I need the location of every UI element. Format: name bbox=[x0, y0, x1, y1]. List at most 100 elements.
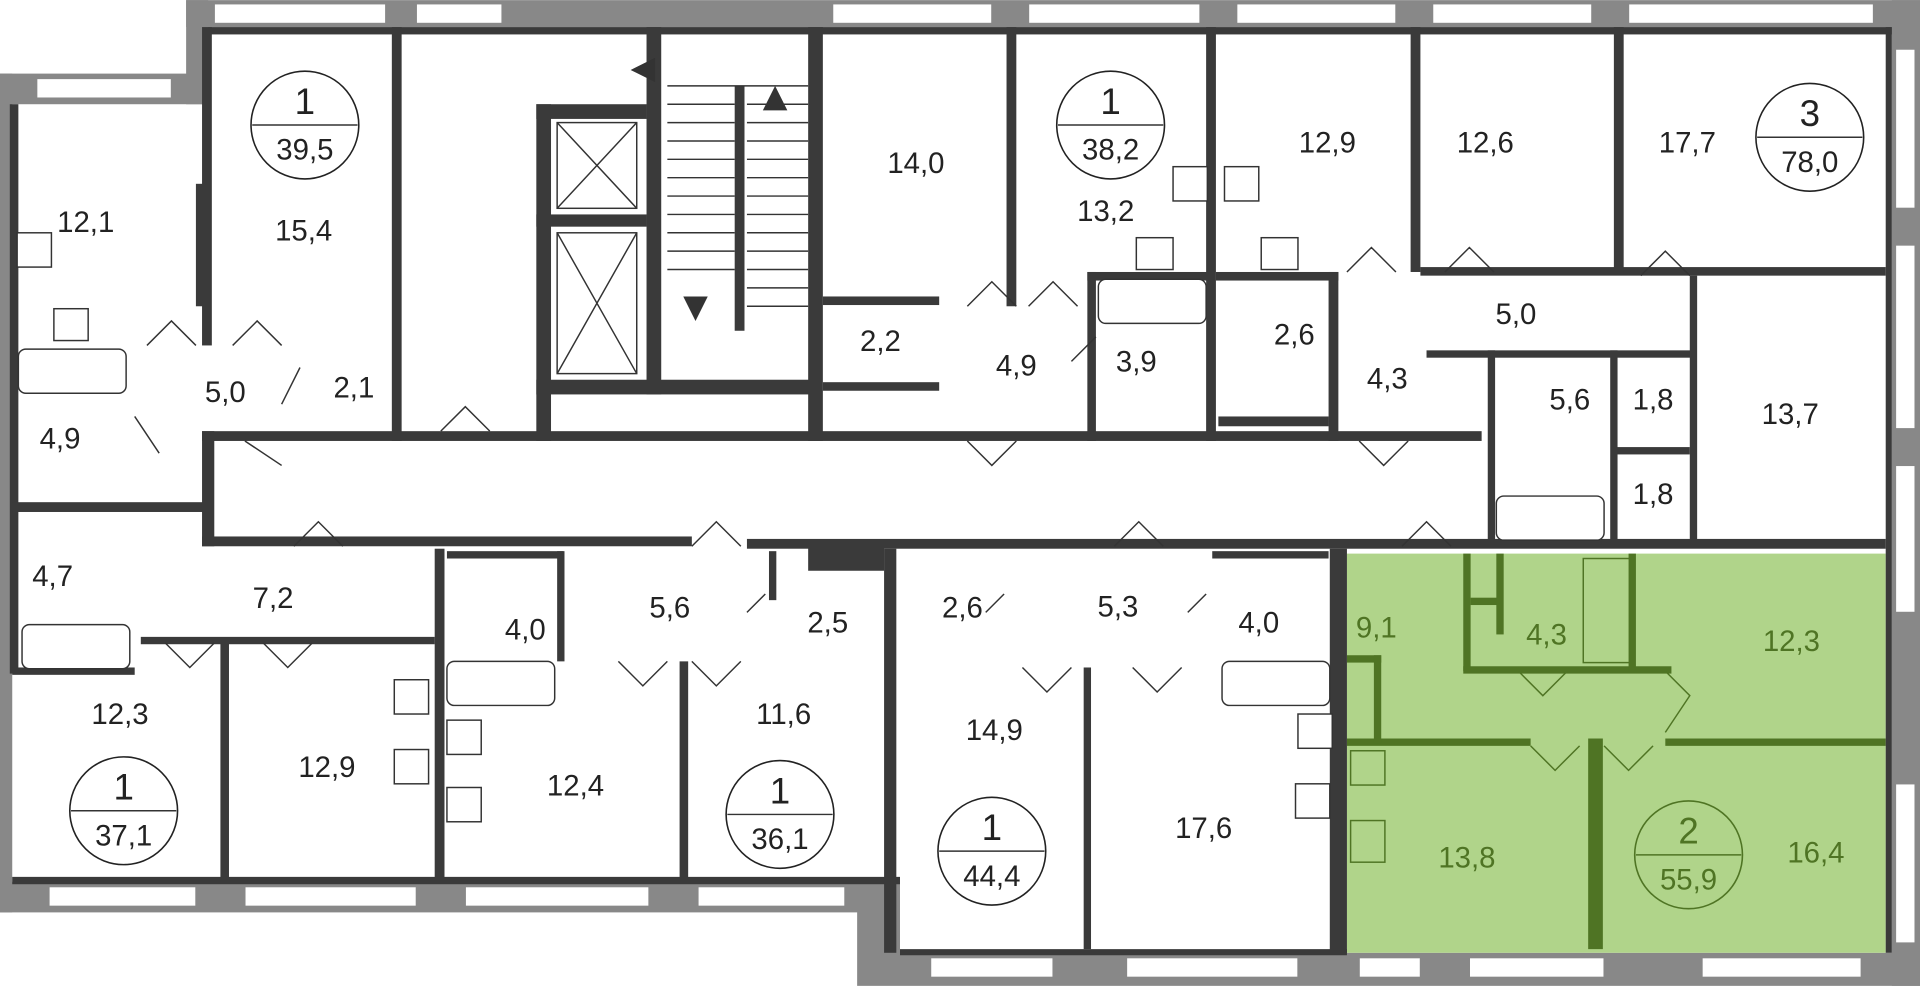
room-area: 12,9 bbox=[298, 751, 355, 784]
wall bbox=[1329, 548, 1347, 953]
wall bbox=[1328, 271, 1339, 441]
stove-icon bbox=[446, 786, 482, 823]
wall bbox=[768, 551, 777, 601]
wall bbox=[900, 949, 1347, 956]
apartment-badge[interactable]: 137,1 bbox=[69, 756, 179, 866]
room-area-highlighted: 13,8 bbox=[1438, 842, 1495, 875]
apartment-badge[interactable]: 138,2 bbox=[1055, 70, 1166, 180]
room-area: 17,7 bbox=[1659, 126, 1716, 159]
wall bbox=[884, 548, 897, 953]
window bbox=[1236, 3, 1397, 25]
bathtub-icon bbox=[1221, 660, 1331, 707]
apartment-badge-highlighted[interactable]: 255,9 bbox=[1633, 800, 1744, 910]
wall bbox=[434, 548, 445, 882]
badge-circle bbox=[69, 756, 179, 866]
room-area: 4,0 bbox=[505, 614, 546, 647]
apartment-area: 55,9 bbox=[1660, 864, 1717, 897]
apartment-wall bbox=[1470, 597, 1500, 606]
room-area: 5,0 bbox=[205, 376, 246, 409]
window bbox=[1894, 244, 1916, 430]
room-area: 5,3 bbox=[1098, 590, 1139, 623]
badge-circle bbox=[937, 796, 1047, 906]
room-area: 2,6 bbox=[1274, 319, 1315, 352]
room-area: 13,2 bbox=[1077, 195, 1134, 228]
wall bbox=[391, 27, 402, 441]
wall bbox=[808, 27, 823, 441]
wall bbox=[12, 876, 901, 885]
badge-circle bbox=[1055, 70, 1166, 180]
room-area: 12,9 bbox=[1299, 126, 1356, 159]
room-area: 2,5 bbox=[807, 606, 848, 639]
wall bbox=[1487, 350, 1496, 547]
wall bbox=[202, 536, 692, 547]
apartment-rooms: 1 bbox=[113, 767, 133, 808]
room-area: 15,4 bbox=[275, 215, 332, 248]
wall bbox=[808, 546, 885, 571]
sink-icon bbox=[53, 307, 89, 342]
apartment-badge[interactable]: 136,1 bbox=[725, 759, 835, 870]
wall bbox=[536, 104, 647, 119]
wall bbox=[1087, 271, 1096, 441]
apartment-rooms: 3 bbox=[1800, 93, 1820, 134]
wall bbox=[1613, 27, 1624, 272]
fixture bbox=[1582, 557, 1631, 664]
interior-walls bbox=[9, 27, 1892, 956]
wall bbox=[1087, 271, 1210, 281]
room-area: 12,1 bbox=[57, 206, 114, 239]
apartment-rooms: 1 bbox=[770, 770, 790, 811]
room-area: 4,9 bbox=[996, 349, 1037, 382]
wall bbox=[536, 104, 552, 441]
sink-icon bbox=[446, 719, 482, 756]
wall bbox=[195, 183, 204, 307]
room-area: 12,4 bbox=[547, 769, 604, 802]
room-area: 14,9 bbox=[966, 714, 1023, 747]
wall bbox=[646, 27, 662, 395]
apartment-wall bbox=[1665, 738, 1886, 746]
apartment-badge[interactable]: 139,5 bbox=[250, 70, 360, 180]
apartment-badge[interactable]: 144,4 bbox=[937, 796, 1047, 906]
stove-icon bbox=[16, 232, 53, 268]
wall bbox=[822, 296, 940, 306]
room-area-highlighted: 16,4 bbox=[1787, 837, 1844, 870]
window bbox=[36, 77, 173, 99]
apartment-wall bbox=[1496, 553, 1504, 635]
apartment-wall bbox=[1463, 553, 1471, 672]
window bbox=[1432, 3, 1593, 25]
stove-icon bbox=[1294, 783, 1331, 819]
room-area: 11,6 bbox=[756, 698, 811, 731]
badge-circle bbox=[725, 759, 835, 870]
wall bbox=[140, 636, 435, 645]
wall bbox=[1426, 350, 1694, 358]
wall bbox=[1610, 350, 1618, 547]
wall bbox=[1206, 27, 1216, 441]
bathtub-icon bbox=[1495, 495, 1605, 541]
apartment-rooms: 2 bbox=[1678, 811, 1698, 852]
wall bbox=[446, 551, 564, 559]
wall bbox=[536, 214, 647, 227]
window bbox=[244, 886, 417, 907]
window bbox=[213, 3, 387, 25]
apartment-area: 36,1 bbox=[751, 823, 808, 856]
window bbox=[48, 886, 197, 907]
room-area: 12,6 bbox=[1457, 126, 1514, 159]
window bbox=[832, 3, 993, 25]
apartment-badge[interactable]: 378,0 bbox=[1755, 82, 1865, 192]
highlighted-apartment[interactable] bbox=[1346, 553, 1886, 953]
wall bbox=[202, 27, 212, 346]
apartment-area: 37,1 bbox=[95, 819, 152, 852]
wall bbox=[1885, 27, 1892, 953]
window bbox=[1468, 957, 1605, 978]
window bbox=[1027, 3, 1201, 25]
apartment-rooms: 1 bbox=[982, 807, 1002, 848]
fixture bbox=[1349, 750, 1386, 786]
apartment-area: 38,2 bbox=[1082, 134, 1139, 167]
wall bbox=[679, 661, 689, 882]
wall bbox=[202, 431, 215, 547]
wall bbox=[1212, 551, 1329, 559]
room-area: 4,0 bbox=[1238, 606, 1279, 639]
wall bbox=[1215, 271, 1339, 281]
wall bbox=[1083, 667, 1092, 950]
